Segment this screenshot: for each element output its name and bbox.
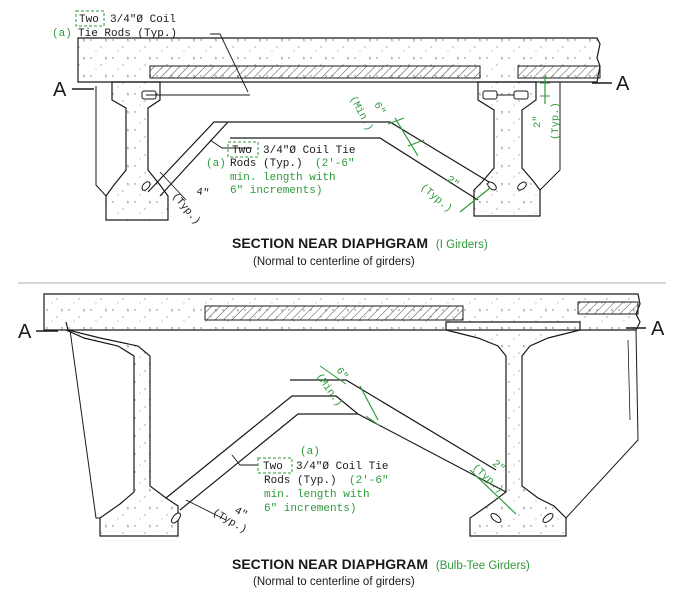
bottom-note-text4: 6" increments) [264, 503, 356, 515]
top-note1-qty-box [75, 10, 105, 27]
top-dim-2-lower: 2" [443, 174, 460, 191]
bottom-right-side-wall [565, 329, 639, 519]
bottom-caption-main: SECTION NEAR DIAPHGRAM [232, 556, 428, 572]
bottom-right-girder [445, 321, 581, 537]
top-dim-6-min-label: (Min.) [346, 94, 374, 133]
top-note1-qty: Two [79, 14, 99, 26]
top-note2-qty: Two [232, 145, 252, 157]
top-detail: A A Two 3/4"Ø Coil (a) Tie Rods (Typ.) T… [52, 10, 630, 268]
bottom-dim-4-typ: 4" (Typ.) [185, 499, 249, 536]
top-note1-text: 3/4"Ø Coil [110, 14, 176, 26]
top-note1-prefix: (a) [52, 28, 72, 40]
bottom-leader [231, 454, 258, 466]
top-note1-text2: Tie Rods (Typ.) [78, 28, 177, 40]
bottom-section-mark-right: A [651, 318, 665, 340]
bottom-dim-6: 6" [333, 365, 350, 382]
bottom-diaphragm [165, 379, 507, 511]
top-left-girder [105, 81, 169, 221]
top-note2-qty-box [227, 141, 259, 158]
top-left-side-wall [95, 86, 107, 197]
top-right-girder [473, 81, 541, 217]
bottom-hatch-strip-right [577, 301, 639, 315]
top-diaphragm [147, 121, 495, 201]
bottom-note-prefix: (a) [300, 446, 320, 458]
bottom-note-text2: Rods (Typ.) [264, 475, 337, 487]
bottom-hatch-strip-left [204, 305, 464, 321]
bottom-note-text2-suffix: (2'-6" [349, 475, 389, 487]
top-note2-text2: Rods (Typ.) [230, 158, 303, 170]
top-dim-4: 4" [195, 186, 210, 200]
bottom-caption-accent: (Bulb-Tee Girders) [436, 560, 530, 572]
bottom-caption: SECTION NEAR DIAPHGRAM (Bulb-Tee Girders… [232, 556, 530, 572]
top-section-mark-right: A [616, 73, 630, 95]
bottom-note-qty: Two [263, 461, 283, 473]
bottom-detail: A A (a) Two 3/4"Ø Coil Tie Rods (Typ.) (… [18, 293, 665, 588]
top-dim-6-min: 6" (Min.) [346, 94, 425, 157]
bottom-dim-4: 4" [232, 505, 249, 522]
bottom-note-qty-box [257, 457, 293, 474]
bottom-subcaption: (Normal to centerline of girders) [253, 576, 415, 588]
top-note2-text: 3/4"Ø Coil Tie [263, 145, 355, 157]
top-dim-2-typ-label: (Typ.) [550, 102, 562, 140]
top-caption-main: SECTION NEAR DIAPHGRAM [232, 235, 428, 251]
top-dim-2-typ: 2" (Typ.) [532, 76, 562, 140]
top-dim-2: 2" [532, 115, 544, 128]
top-right-side-wall [539, 82, 561, 191]
top-caption: SECTION NEAR DIAPHGRAM (I Girders) [232, 235, 488, 251]
top-hatch-strip-right [517, 65, 601, 79]
top-leader-1 [210, 33, 249, 93]
top-dim-6: 6" [370, 100, 387, 117]
bottom-note-text: 3/4"Ø Coil Tie [296, 461, 388, 473]
top-note2-prefix: (a) [206, 158, 226, 170]
top-leader-2 [209, 139, 252, 149]
top-subcaption: (Normal to centerline of girders) [253, 256, 415, 268]
top-note2-text4: 6" increments) [230, 185, 322, 197]
top-hatch-strip-left [149, 65, 481, 79]
bottom-coil-ties [171, 512, 554, 524]
bottom-note-text3: min. length with [264, 489, 370, 501]
bottom-left-girder [65, 321, 179, 537]
top-note2-text3: min. length with [230, 172, 336, 184]
bottom-section-mark-left: A [18, 321, 32, 343]
top-caption-accent: (I Girders) [436, 239, 488, 251]
top-section-mark-left: A [53, 79, 67, 101]
bottom-dim-2: 2" [489, 458, 506, 475]
top-note2-text2-suffix: (2'-6" [315, 158, 355, 170]
